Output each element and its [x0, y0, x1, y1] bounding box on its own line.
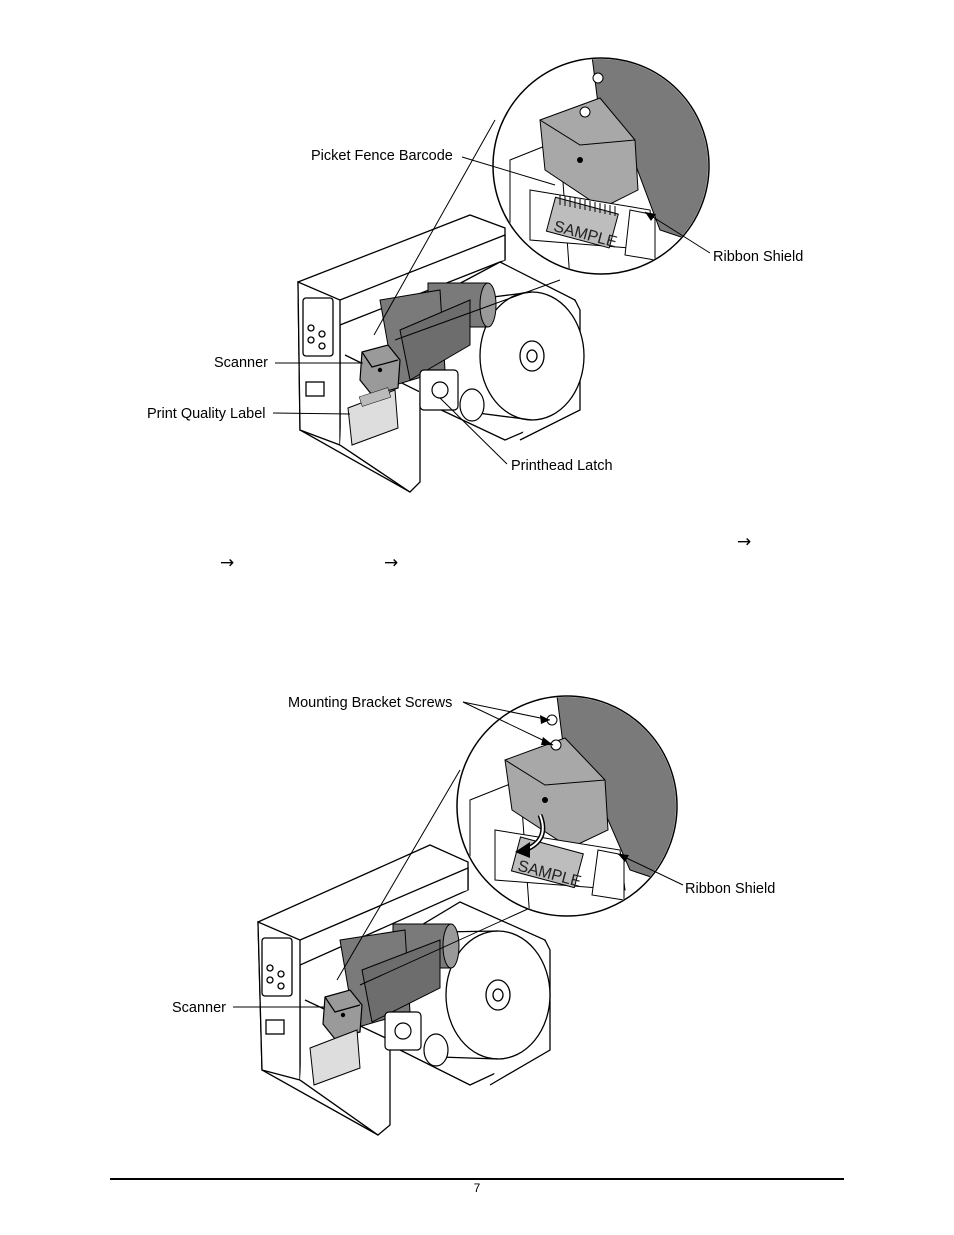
leader-lines: [233, 701, 684, 1008]
footer-rule: [110, 1178, 844, 1180]
screw-arrowhead: [541, 737, 553, 745]
media-roll: [469, 291, 585, 421]
figure-1-scanner-installed: SAMPLE Picket Fence Barcode Ribbon Shiel…: [0, 0, 954, 500]
media-roll: [439, 930, 551, 1060]
page-number: 7: [473, 1181, 481, 1195]
printhead-latch-area: [384, 1011, 449, 1067]
figure-1-illustration: SAMPLE Picket Fence Barcode Ribbon Shiel…: [147, 57, 803, 493]
zoom-callout-lines: [336, 769, 531, 986]
print-quality-label-small: [347, 387, 399, 446]
figure-2-scanner-mounting: SAMPLE Mounting Bracket Screws Ribbon Sh…: [0, 640, 954, 1150]
label-ribbon-shield: Ribbon Shield: [713, 249, 803, 265]
menu-path-arrow: →: [220, 553, 235, 573]
label-mounting-bracket-screws: Mounting Bracket Screws: [288, 695, 452, 711]
zoom-callout-lines: [373, 119, 561, 341]
leader-lines: [272, 156, 711, 465]
label-scanner: Scanner: [172, 1000, 226, 1016]
ribbon-shield-arrowhead: [645, 212, 656, 221]
figure-2-illustration: SAMPLE Mounting Bracket Screws Ribbon Sh…: [172, 695, 775, 1136]
print-quality-label-small: [309, 1029, 361, 1086]
scanner-small: [359, 344, 401, 396]
label-picket-fence-barcode: Picket Fence Barcode: [311, 148, 453, 164]
scanner-small: [322, 989, 363, 1040]
ribbon-shield-arrowhead: [618, 854, 629, 862]
label-printhead-latch: Printhead Latch: [511, 458, 613, 474]
menu-path-arrow: →: [737, 532, 752, 552]
printhead-latch-area: [419, 369, 485, 422]
label-scanner: Scanner: [214, 355, 268, 371]
zoom-circle-detail: SAMPLE: [456, 695, 678, 917]
screw-arrowhead: [540, 715, 550, 724]
label-ribbon-shield: Ribbon Shield: [685, 881, 775, 897]
zoom-circle-detail: SAMPLE: [492, 57, 710, 275]
menu-path-arrow: →: [384, 553, 399, 573]
label-print-quality-label: Print Quality Label: [147, 406, 265, 422]
